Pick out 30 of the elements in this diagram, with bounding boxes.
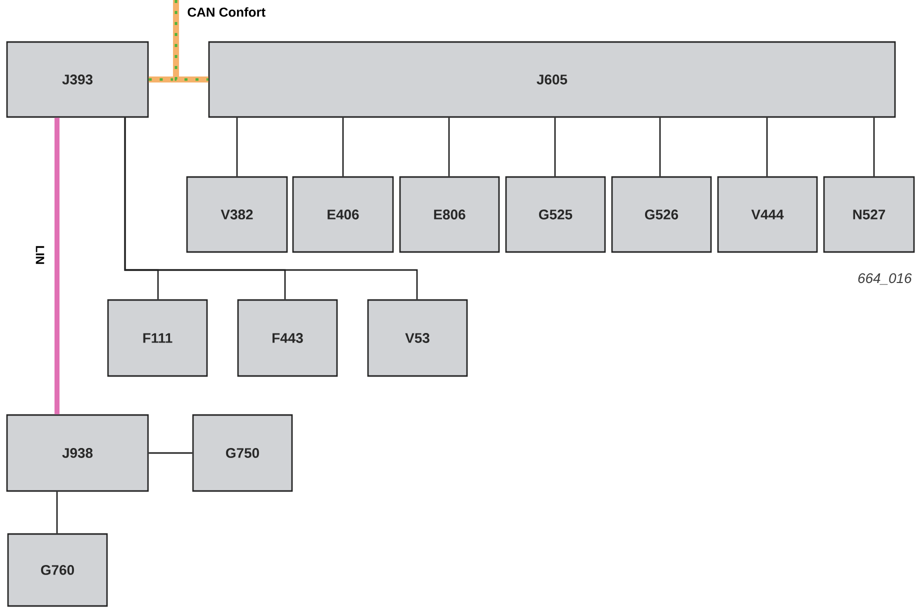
module-box: F111 [107,299,208,377]
bus-label: LIN [36,246,44,264]
module-box: G525 [505,176,606,253]
connector-line [124,118,418,300]
connector-line [448,118,450,176]
module-box: G526 [611,176,712,253]
module-box: N527 [823,176,915,253]
connector-line [554,118,556,176]
module-box: V382 [186,176,288,253]
bus-label: CAN Confort [188,7,266,17]
connector-line [236,118,238,176]
module-box: G750 [192,414,293,492]
connector-line [173,0,208,82]
module-box: E806 [399,176,500,253]
connector-line [873,118,875,176]
module-box: J938 [6,414,149,492]
module-box: G760 [7,533,108,607]
connector-line [659,118,661,176]
module-box: J393 [6,41,149,118]
module-box: J605 [208,41,896,118]
connector-line [56,492,58,534]
module-box: E406 [292,176,394,253]
module-box: F443 [237,299,338,377]
connector-line [148,452,192,454]
connector-line [342,118,344,176]
figure-number: 664_016 [858,273,912,285]
connector-line [54,118,60,414]
connector-line [766,118,768,176]
module-box: V53 [367,299,468,377]
module-box: V444 [717,176,818,253]
